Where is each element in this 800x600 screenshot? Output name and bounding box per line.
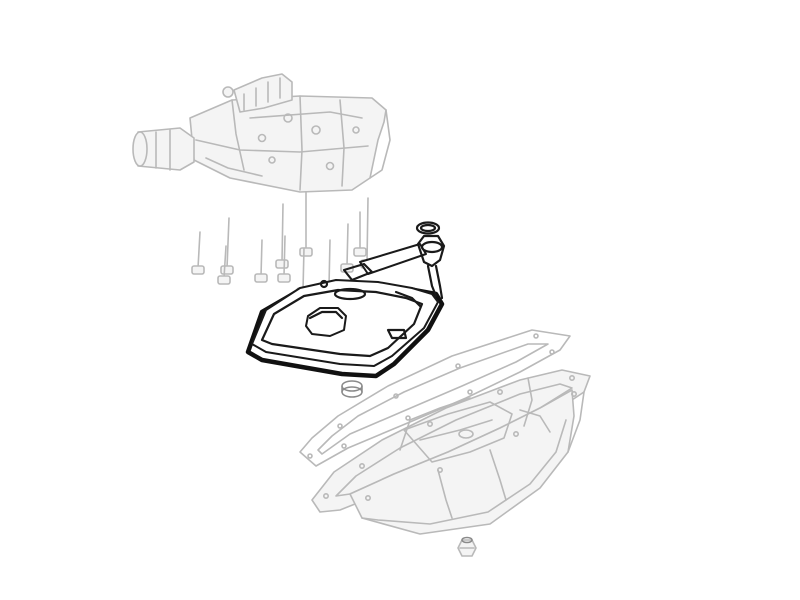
drain-plug [457,536,477,557]
bolt [217,245,231,285]
bolt [360,197,374,269]
bolt [220,217,234,275]
bolt [275,203,289,269]
bolt [340,223,354,273]
bolt [254,239,268,283]
oil-pan-gasket [299,329,571,467]
filter-seal [415,221,441,235]
valve-body [132,73,391,193]
oil-pan [311,369,591,535]
bolt [191,231,205,275]
filter-spacer [341,380,363,398]
bolt [353,211,367,257]
transmission-filter [245,234,446,379]
bolt [299,191,313,257]
bolt [277,235,291,283]
